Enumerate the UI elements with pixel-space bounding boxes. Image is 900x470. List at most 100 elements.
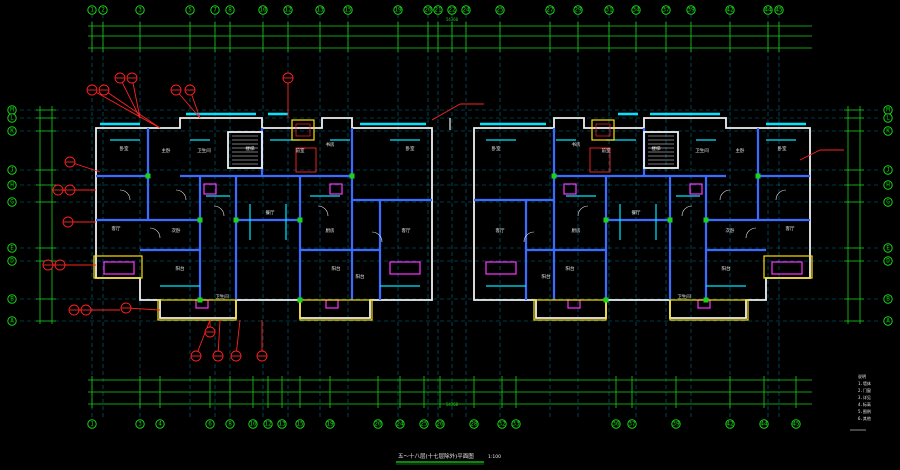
- svg-text:M: M: [10, 107, 14, 114]
- svg-text:M: M: [886, 107, 890, 114]
- svg-text:13: 13: [316, 7, 324, 14]
- svg-text:8: 8: [228, 7, 232, 14]
- axis-bubble-bottom-28: 28: [469, 419, 479, 429]
- axis-bubble-top-3: 3: [135, 5, 145, 15]
- axis-bubble-right-J: J: [883, 165, 893, 175]
- legend-line: 6.其他: [858, 415, 871, 421]
- svg-text:B: B: [886, 296, 890, 303]
- room-label: 卧室: [778, 145, 787, 152]
- svg-text:H: H: [10, 182, 14, 189]
- axis-bubble-left-L: L: [7, 113, 17, 123]
- svg-text:12: 12: [264, 421, 272, 428]
- svg-text:G: G: [886, 199, 890, 206]
- axis-bubble-bottom-33: 33: [511, 419, 521, 429]
- legend-line: 4.标高: [858, 401, 871, 407]
- detail-tag: [184, 84, 201, 119]
- detail-tag: [799, 149, 844, 161]
- detail-tag: [431, 103, 484, 121]
- axis-bubble-bottom-32: 32: [497, 419, 507, 429]
- svg-text:19: 19: [394, 7, 402, 14]
- svg-text:33: 33: [512, 421, 520, 428]
- axis-bubble-top-27: 27: [545, 5, 555, 15]
- axis-bubble-top-10: 10: [258, 5, 268, 15]
- axis-bubble-right-B: B: [883, 294, 893, 304]
- detail-tag: [86, 84, 161, 129]
- axis-bubble-top-20: 20: [423, 5, 433, 15]
- svg-text:24: 24: [462, 7, 470, 14]
- legend-notes: 说明1.墙体2.门窗3.详见4.标高5.图例6.其他: [850, 373, 871, 431]
- svg-text:J: J: [886, 167, 890, 174]
- svg-text:6: 6: [208, 421, 212, 428]
- room-label: 阳台: [722, 265, 731, 272]
- svg-text:27: 27: [546, 7, 554, 14]
- svg-text:45: 45: [775, 7, 783, 14]
- axis-bubble-top-39: 39: [686, 5, 696, 15]
- room-label: 主卧: [736, 147, 745, 154]
- unit-left: [93, 112, 433, 321]
- axis-bubble-top-19: 19: [393, 5, 403, 15]
- detail-tag: [170, 84, 201, 119]
- axis-bubble-bottom-42: 42: [725, 419, 735, 429]
- room-label: 卫生间: [677, 293, 691, 300]
- axis-bubble-top-15: 15: [343, 5, 353, 15]
- svg-text:31: 31: [605, 7, 613, 14]
- axis-bubble-right-K: K: [883, 126, 893, 136]
- room-label: 次卧: [726, 227, 735, 234]
- legend-line: 3.详见: [858, 394, 871, 400]
- room-label: 前室: [602, 147, 611, 154]
- svg-text:37: 37: [628, 421, 636, 428]
- drawing-scale: 1:100: [488, 454, 501, 460]
- svg-text:44: 44: [764, 7, 772, 14]
- axis-bubble-left-B: B: [7, 294, 17, 304]
- axis-bubble-top-42: 42: [725, 5, 735, 15]
- axis-bubble-right-G: G: [883, 197, 893, 207]
- room-label: 客厅: [112, 225, 121, 232]
- room-label: 卧室: [492, 145, 501, 152]
- svg-text:G: G: [10, 199, 14, 206]
- room-label: 卧室: [120, 145, 129, 152]
- svg-text:1: 1: [90, 7, 94, 14]
- axis-bubble-bottom-12: 12: [263, 419, 273, 429]
- svg-text:44: 44: [760, 421, 768, 428]
- svg-text:15: 15: [344, 7, 352, 14]
- axis-bubble-top-25: 25: [495, 5, 505, 15]
- room-label: 卫生间: [215, 293, 229, 300]
- axis-bubble-bottom-10: 10: [248, 419, 258, 429]
- svg-text:19: 19: [326, 421, 334, 428]
- svg-text:29: 29: [574, 7, 582, 14]
- axis-bubble-bottom-45: 45: [791, 419, 801, 429]
- axis-bubble-top-24: 24: [461, 5, 471, 15]
- detail-tag: [126, 72, 141, 119]
- axis-bubble-right-D: D: [883, 256, 893, 266]
- room-label: 厨房: [572, 227, 581, 234]
- detail-tag: [212, 319, 224, 362]
- detail-tag: [114, 72, 141, 119]
- svg-text:H: H: [886, 182, 890, 189]
- svg-text:13: 13: [278, 421, 286, 428]
- detail-tag: [64, 156, 101, 173]
- axis-bubble-bottom-39: 39: [671, 419, 681, 429]
- svg-text:28: 28: [470, 421, 478, 428]
- axis-bubble-bottom-15: 15: [295, 419, 305, 429]
- detail-tag: [80, 304, 120, 316]
- room-label: 书房: [326, 141, 335, 148]
- axis-bubble-left-G: G: [7, 197, 17, 207]
- svg-text:10: 10: [259, 7, 267, 14]
- axis-bubble-top-34: 34: [631, 5, 641, 15]
- axis-bubble-left-M: M: [7, 105, 17, 115]
- svg-text:2: 2: [101, 7, 105, 14]
- svg-text:25: 25: [420, 421, 428, 428]
- drawing-title-block: 五～十八层(十七层除外)平面图 1:100: [396, 452, 501, 465]
- axis-bubble-left-K: K: [7, 126, 17, 136]
- axis-bubble-left-A: A: [7, 316, 17, 326]
- axis-bubble-top-2: 2: [98, 5, 108, 15]
- axis-bubble-bottom-6: 6: [205, 419, 215, 429]
- legend-line: 5.图例: [858, 408, 871, 414]
- axis-bubble-top-1: 1: [87, 5, 97, 15]
- svg-text:39: 39: [672, 421, 680, 428]
- detail-tag: [120, 302, 161, 314]
- legend-line: 说明: [858, 373, 866, 379]
